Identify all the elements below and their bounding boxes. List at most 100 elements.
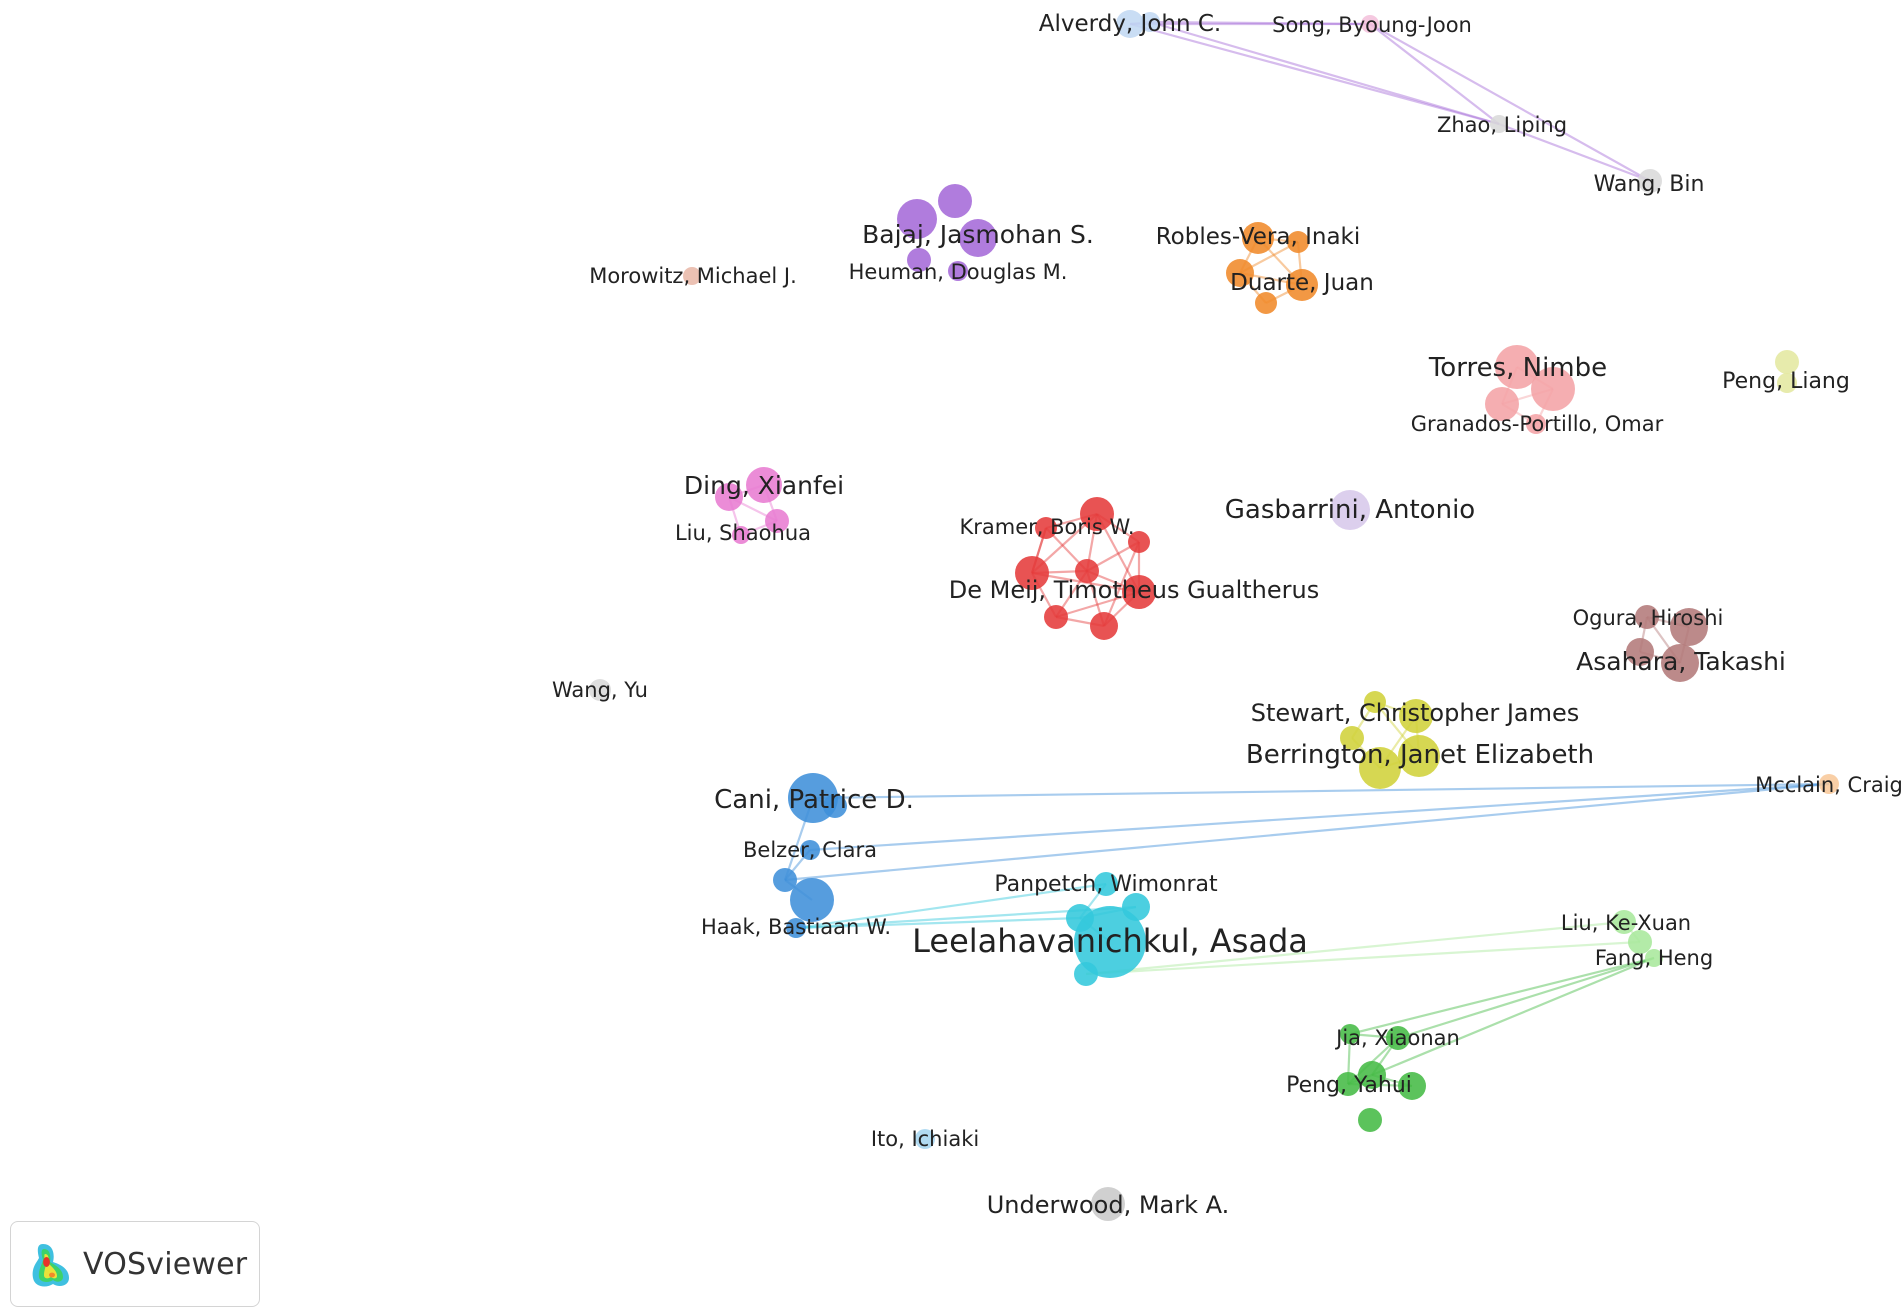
haak-node-a[interactable] (790, 878, 834, 922)
zhao-node[interactable] (1490, 115, 1508, 133)
kramer-node-c[interactable] (1128, 531, 1150, 553)
label-torres[interactable]: Torres, Nimbe (1428, 353, 1607, 383)
label-peng-liang[interactable]: Peng, Liang (1722, 369, 1850, 394)
ito-node[interactable] (915, 1129, 935, 1149)
label-mcclain[interactable]: Mcclain, Craig (1755, 773, 1902, 797)
heuman-node[interactable] (948, 261, 968, 281)
robles-node-d[interactable] (1255, 292, 1277, 314)
label-fang-heng[interactable]: Fang, Heng (1595, 946, 1713, 970)
leela-node-b[interactable] (1074, 962, 1098, 986)
haak-node[interactable] (786, 918, 806, 938)
label-heuman[interactable]: Heuman, Douglas M. (849, 260, 1068, 284)
label-belzer[interactable]: Belzer, Clara (743, 838, 877, 862)
label-panpetch[interactable]: Panpetch, Wimonrat (994, 872, 1218, 897)
demeij-node-c[interactable] (1044, 605, 1068, 629)
stewart-node-a[interactable] (1364, 691, 1386, 713)
peng-yahui-node-b[interactable] (1358, 1061, 1386, 1089)
label-duarte[interactable]: Duarte, Juan (1230, 270, 1374, 296)
label-jia-xiaonan[interactable]: Jia, Xiaonan (1334, 1026, 1460, 1050)
wang-yu-node[interactable] (589, 679, 611, 701)
label-berrington[interactable]: Berrington, Janet Elizabeth (1246, 740, 1594, 770)
label-morowitz[interactable]: Morowitz, Michael J. (589, 264, 797, 288)
ding-node-c[interactable] (765, 509, 789, 533)
ding-node-b[interactable] (715, 483, 743, 511)
label-cani[interactable]: Cani, Patrice D. (714, 785, 914, 815)
demeij-node-d[interactable] (1090, 612, 1118, 640)
torres-node-b[interactable] (1531, 367, 1575, 411)
leelahavanichkul-node[interactable] (1074, 906, 1146, 978)
label-asahara[interactable]: Asahara, Takashi (1576, 647, 1786, 676)
jia-node-b[interactable] (1398, 1072, 1426, 1100)
liu-kexuan-node[interactable] (1612, 910, 1636, 934)
torres-node-c[interactable] (1485, 387, 1519, 421)
stewart-node[interactable] (1399, 699, 1433, 733)
asahara-node[interactable] (1661, 644, 1699, 682)
label-alverdy[interactable]: Alverdy, John C. (1039, 11, 1221, 37)
liu-kexuan-node-b[interactable] (1628, 930, 1652, 954)
alverdy-node-b[interactable] (1140, 12, 1160, 32)
belzer-node[interactable] (800, 840, 820, 860)
label-liu-kexuan[interactable]: Liu, Ke-Xuan (1561, 911, 1691, 935)
peng-yahui-node[interactable] (1336, 1072, 1360, 1096)
kramer-node-a[interactable] (1080, 497, 1114, 531)
label-underwood[interactable]: Underwood, Mark A. (987, 1191, 1230, 1219)
cani-node-b[interactable] (823, 794, 847, 818)
kramer-node-b[interactable] (1035, 517, 1057, 539)
robles-node-c[interactable] (1226, 259, 1254, 287)
label-stewart[interactable]: Stewart, Christopher James (1251, 699, 1580, 727)
underwood-node[interactable] (1091, 1187, 1125, 1221)
berrington-node-a[interactable] (1340, 726, 1364, 750)
gasbarrini-node[interactable] (1330, 490, 1370, 530)
label-zhao[interactable]: Zhao, Liping (1437, 113, 1567, 137)
label-kramer[interactable]: Kramer, Boris W. (959, 515, 1134, 539)
morowitz-node[interactable] (683, 267, 701, 285)
torres-node[interactable] (1495, 345, 1539, 389)
jia-node-a[interactable] (1340, 1024, 1360, 1044)
bajaj-node-d[interactable] (907, 248, 931, 272)
demeij-node-a[interactable] (1015, 556, 1049, 590)
label-wang-yu[interactable]: Wang, Yu (552, 678, 648, 702)
bajaj-node-b[interactable] (938, 184, 972, 218)
demeij-node[interactable] (1122, 575, 1156, 609)
label-robles[interactable]: Robles-Vera, Inaki (1156, 224, 1361, 250)
fang-heng-node[interactable] (1645, 949, 1663, 967)
liu-shaohua-node[interactable] (732, 526, 750, 544)
wang-bin-node[interactable] (1638, 169, 1662, 193)
label-granados[interactable]: Granados-Portillo, Omar (1411, 412, 1664, 436)
belzer-node-b[interactable] (773, 868, 797, 892)
label-de-meij[interactable]: De Meij, Timotheus Gualtherus (949, 576, 1319, 604)
bajaj-node-c[interactable] (959, 219, 997, 257)
label-haak[interactable]: Haak, Bastiaan W. (701, 915, 891, 939)
label-wang-bin[interactable]: Wang, Bin (1594, 172, 1705, 197)
label-bajaj[interactable]: Bajaj, Jasmohan S. (862, 220, 1094, 249)
label-liu-shaohua[interactable]: Liu, Shaohua (675, 521, 811, 545)
ding-node[interactable] (746, 467, 782, 503)
label-peng-yahui[interactable]: Peng, Yahui (1286, 1073, 1412, 1098)
mcclain-node[interactable] (1819, 774, 1839, 794)
robles-node-a[interactable] (1242, 222, 1274, 254)
ogura-node-b[interactable] (1670, 608, 1708, 646)
label-song[interactable]: Song, Byoung-Joon (1272, 13, 1472, 37)
duarte-node[interactable] (1286, 269, 1318, 301)
jia-xiaonan-node[interactable] (1386, 1026, 1410, 1050)
label-ogura[interactable]: Ogura, Hiroshi (1573, 606, 1724, 630)
asahara-node-a[interactable] (1626, 638, 1654, 666)
granados-node[interactable] (1526, 414, 1546, 434)
alverdy-node[interactable] (1116, 10, 1144, 38)
label-ding[interactable]: Ding, Xianfei (684, 471, 844, 500)
panpetch-node[interactable] (1094, 872, 1118, 896)
song-node[interactable] (1361, 15, 1379, 33)
label-gasbarrini[interactable]: Gasbarrini, Antonio (1225, 495, 1475, 525)
berrington-node-b[interactable] (1359, 747, 1401, 789)
robles-node-b[interactable] (1287, 231, 1309, 253)
berrington-node[interactable] (1398, 735, 1440, 777)
label-leelahavanichkul[interactable]: Leelahavanichkul, Asada (912, 922, 1308, 960)
ogura-node[interactable] (1635, 605, 1659, 629)
peng-liang-node-b[interactable] (1777, 373, 1797, 393)
label-ito[interactable]: Ito, Ichiaki (871, 1127, 979, 1151)
jia-node-c[interactable] (1358, 1108, 1382, 1132)
demeij-node-b[interactable] (1075, 559, 1099, 583)
peng-liang-node-a[interactable] (1775, 350, 1799, 374)
